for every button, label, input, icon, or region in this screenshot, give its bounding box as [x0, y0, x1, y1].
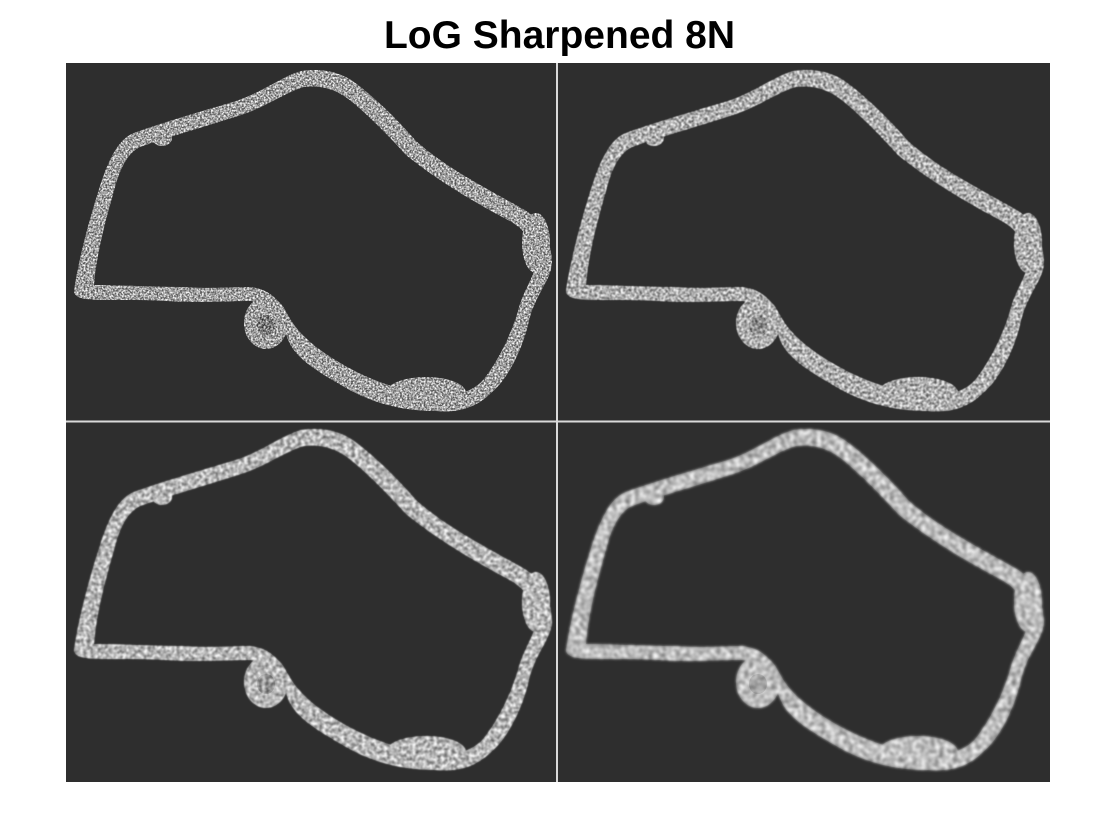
montage-canvas [66, 63, 1050, 782]
figure-title: LoG Sharpened 8N [383, 14, 736, 57]
image-montage [66, 63, 1050, 782]
